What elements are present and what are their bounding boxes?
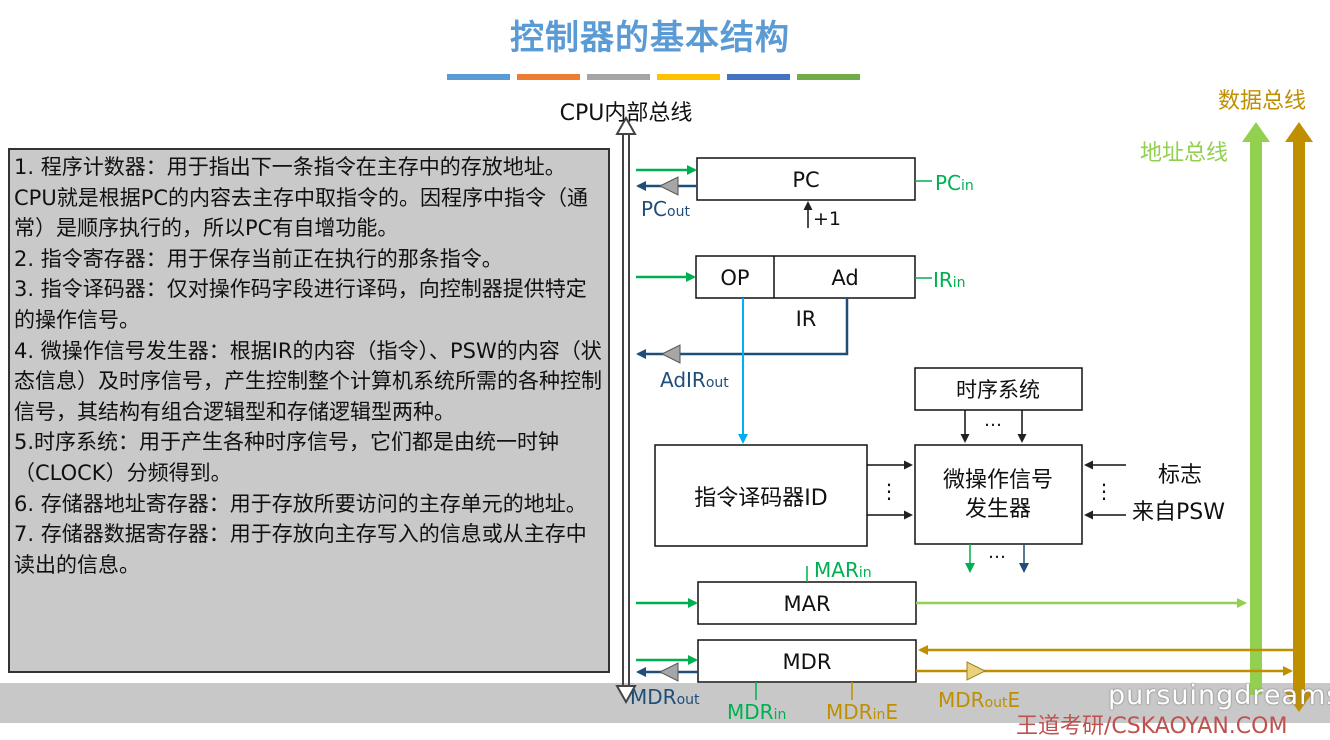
instruction-decoder: 指令译码器ID [654,444,868,547]
description-item-mar: 6. 存储器地址寄存器：用于存放所要访问的主存单元的地址。 [14,491,587,516]
brand-text: 王道考研/CSKAOYAN.COM [1016,714,1288,739]
mdr-out-gate [658,662,679,682]
title-underline-segment [517,74,580,80]
flag-label: 标志 [1158,463,1202,488]
title-underline-segment [447,74,510,80]
ad-ir-out-arrow [636,298,849,359]
mdr-in-label: MDRin [727,700,786,723]
ir-label: IR [796,307,817,331]
svg-text:微操作信号: 微操作信号 [943,468,1053,493]
pc-out-label: PCout [641,197,690,221]
address-bus [1242,122,1270,695]
title-underline-segment [587,74,650,80]
data-bus-label: 数据总线 [1218,89,1306,114]
page-title: 控制器的基本结构 [510,18,790,58]
svg-text:时序系统: 时序系统 [956,378,1040,402]
micro-op-generator: 微操作信号 发生器 [914,444,1083,545]
watermark: pursuingdreams [1108,680,1330,711]
pc-in-label: PCin [935,171,974,195]
description-item-timing: 5.时序系统：用于产生各种时序信号，它们都是由统一时钟（CLOCK）分频得到。 [14,430,560,485]
svg-text:PC: PC [792,168,819,192]
description-item-micro-op: 4. 微操作信号发生器：根据IR的内容（指令）、PSW的内容（状态信息）及时序信… [14,338,602,424]
svg-text:…: … [984,410,1002,431]
mar-register: MAR [697,581,917,625]
description-item-id: 3. 指令译码器：仅对操作码字段进行译码，向控制器提供特定的操作信号。 [14,277,587,332]
ad-ir-out-label: AdIRout [660,368,729,392]
timing-system: 时序系统 [914,367,1083,411]
mar-in-label: MARin [814,558,872,582]
pc-register: PC [696,157,916,201]
svg-text:MDR: MDR [783,650,832,674]
mdr-in-e-label: MDRinE [826,700,898,723]
footer-strip [0,683,1330,723]
svg-text:发生器: 发生器 [965,497,1031,522]
svg-text:…: … [988,542,1006,563]
cpu-bus-label: CPU内部总线 [560,101,693,126]
pc-increment-label: +1 [813,208,841,230]
description-item-ir: 2. 指令寄存器：用于保存当前正在执行的那条指令。 [14,246,503,271]
controller-structure-diagram: CPU内部总线 地址总线 数据总线 PC PCin PCout +1 OP Ad… [560,89,1313,723]
ir-in-label: IRin [933,268,966,292]
psw-label: 来自PSW [1132,500,1225,525]
description-box: 1. 程序计数器：用于指出下一条指令在主存中的存放地址。CPU就是根据PC的内容… [8,148,610,673]
description-item-mdr: 7. 存储器数据寄存器：用于存放向主存写入的信息或从主存中读出的信息。 [14,522,587,577]
mdr-out-label: MDRout [630,685,700,709]
title-underline-segment [657,74,720,80]
mdr-out-e-gate [966,661,987,681]
ir-ad-field: Ad [831,266,858,290]
data-bus [1285,122,1313,712]
svg-text:指令译码器ID: 指令译码器ID [694,486,827,511]
svg-text:MAR: MAR [783,592,830,616]
cpu-internal-bus [615,115,637,705]
pc-out-gate [658,176,679,196]
svg-text:⋮: ⋮ [1094,479,1114,503]
ad-ir-out-gate [660,344,681,364]
ir-op-field: OP [720,266,749,290]
svg-text:⋮: ⋮ [879,479,899,503]
title-underline-segment [727,74,790,80]
title-underline-segment [797,74,860,80]
ir-register: OP Ad [695,255,916,299]
address-bus-label: 地址总线 [1140,141,1228,166]
mdr-out-e-label: MDRoutE [938,688,1020,712]
mdr-register: MDR [697,639,917,683]
description-item-pc: 1. 程序计数器：用于指出下一条指令在主存中的存放地址。CPU就是根据PC的内容… [14,155,589,241]
